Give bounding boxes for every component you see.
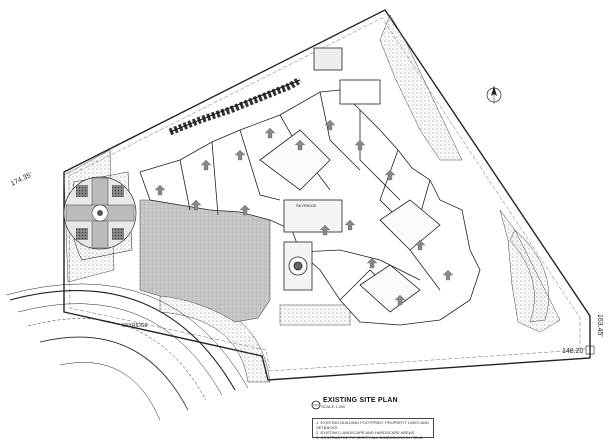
street-label: SKYRIDGE — [122, 323, 149, 329]
legend-line: 1. EXISTING BUILDING FOOTPRINT, PROPERTY… — [316, 420, 429, 430]
dim-east: 163.45' — [596, 314, 603, 337]
building-footprint — [139, 47, 481, 326]
roof-label: SKYRIDGE — [296, 203, 317, 208]
drawing-title: EXISTING SITE PLAN — [323, 397, 398, 404]
drawing-title-block: EXISTING SITE PLAN SCALE 1:250 — [309, 397, 398, 409]
notes-legend: 1. EXISTING BUILDING FOOTPRINT, PROPERTY… — [312, 418, 434, 440]
dim-west: 174.35' — [10, 172, 34, 188]
roof-slope-arrows — [154, 119, 454, 306]
legend-line: 3. CONTRACTOR TO VERIFY ALL DIMENSIONS I… — [316, 435, 423, 440]
paved-courtyard — [139, 199, 271, 323]
drawing-scale: SCALE 1:250 — [321, 404, 346, 409]
north-arrow-icon — [486, 86, 502, 104]
street-arcs — [5, 283, 249, 421]
garden-plaza — [63, 171, 137, 261]
dim-south: 148.20' — [562, 348, 585, 355]
legend-line: 2. EXISTING LANDSCAPE AND HARDSCAPE AREA… — [316, 430, 415, 435]
drawing-number-marker — [311, 400, 321, 410]
hedge-row — [168, 76, 302, 136]
